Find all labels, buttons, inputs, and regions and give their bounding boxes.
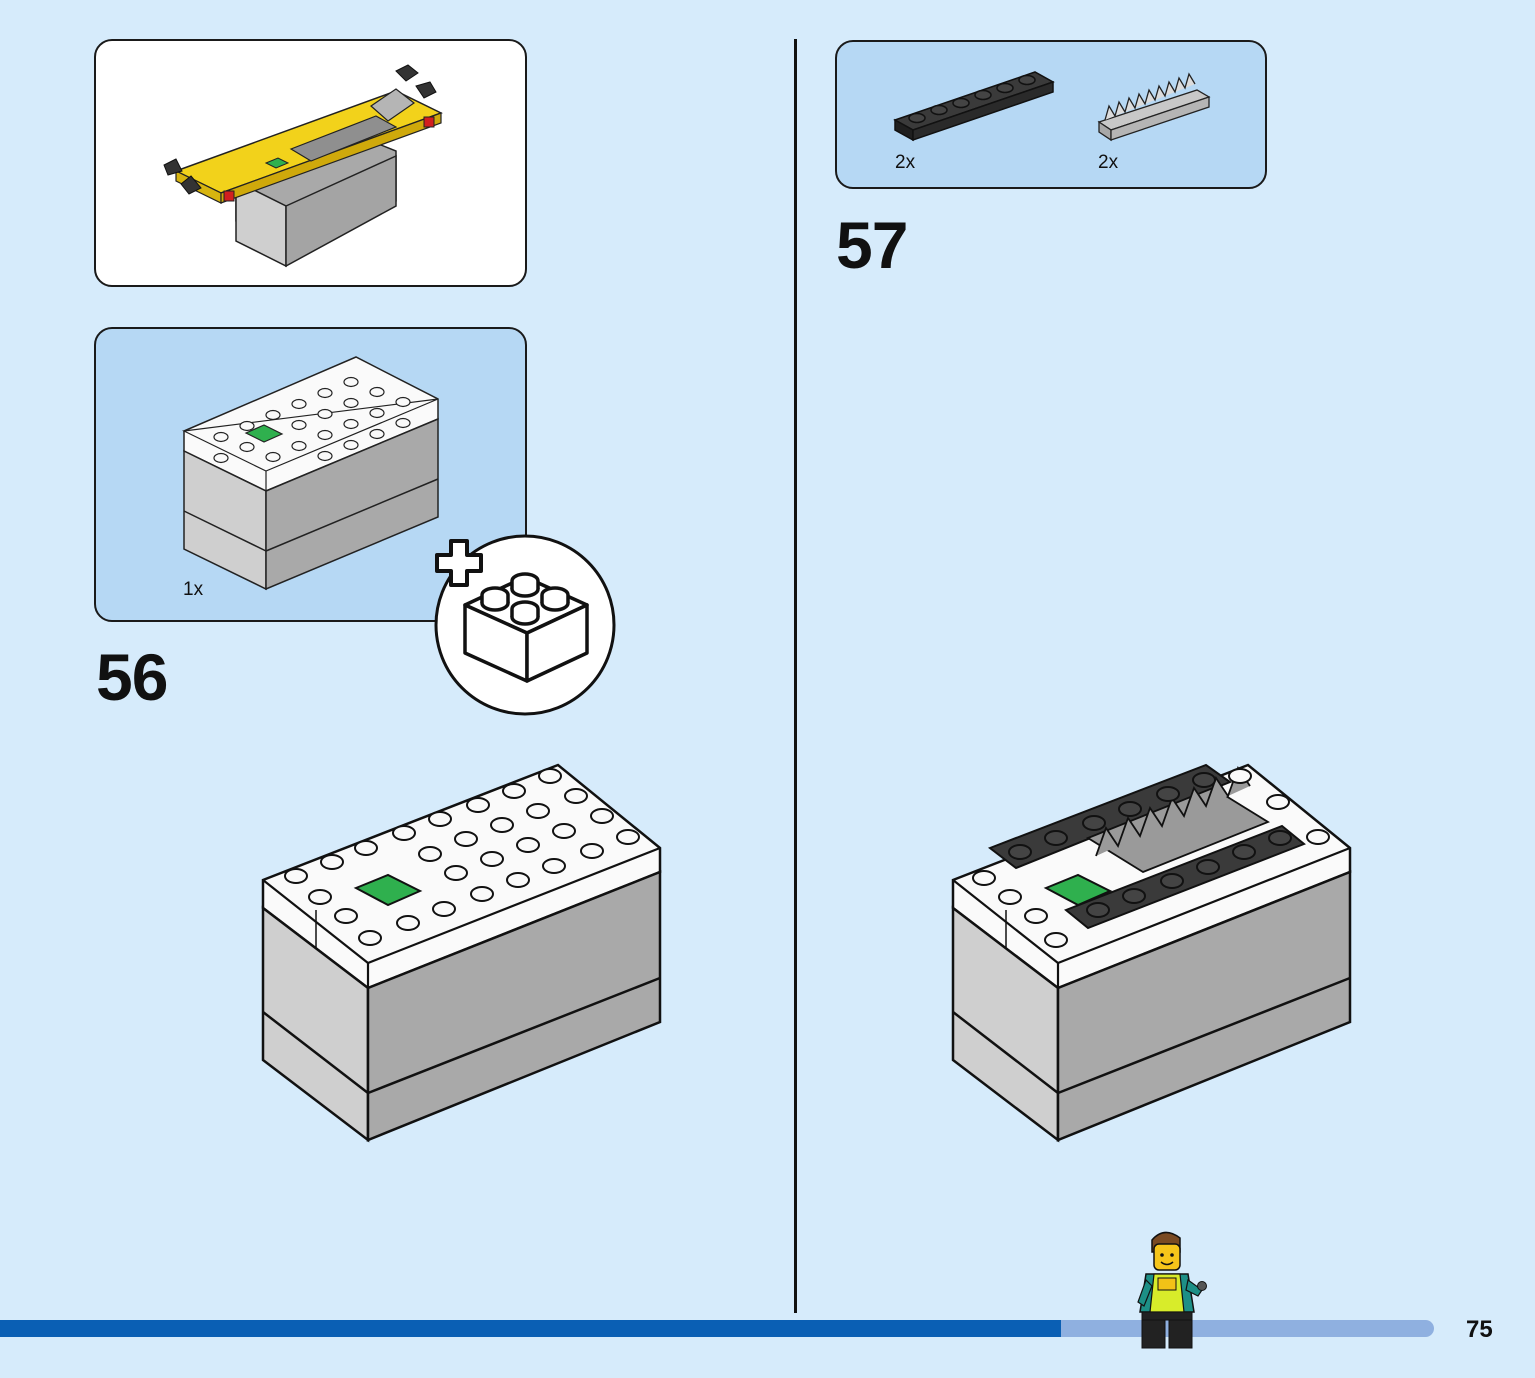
step-56-assembly-image bbox=[258, 760, 668, 1145]
step-57-parts-panel: 2x 2x bbox=[835, 40, 1267, 189]
page-divider bbox=[794, 39, 797, 1313]
minifigure-worker-icon bbox=[1128, 1228, 1212, 1350]
page-number: 75 bbox=[1466, 1316, 1493, 1343]
step-56-part-qty: 1x bbox=[183, 579, 204, 600]
battery-box-part-image bbox=[181, 356, 439, 591]
step-57-assembly-image bbox=[948, 760, 1358, 1145]
plus-brick-icon bbox=[433, 533, 617, 717]
step-57-part-2-qty: 2x bbox=[1098, 152, 1119, 173]
step-number-56: 56 bbox=[96, 640, 168, 714]
step-57-part-1-qty: 2x bbox=[895, 152, 916, 173]
step-57-parts-image bbox=[893, 71, 1211, 142]
progress-fill bbox=[0, 1320, 1062, 1337]
step-number-57: 57 bbox=[836, 208, 908, 282]
previous-assembly-panel bbox=[94, 39, 527, 287]
chassis-assembly-image bbox=[163, 64, 443, 268]
